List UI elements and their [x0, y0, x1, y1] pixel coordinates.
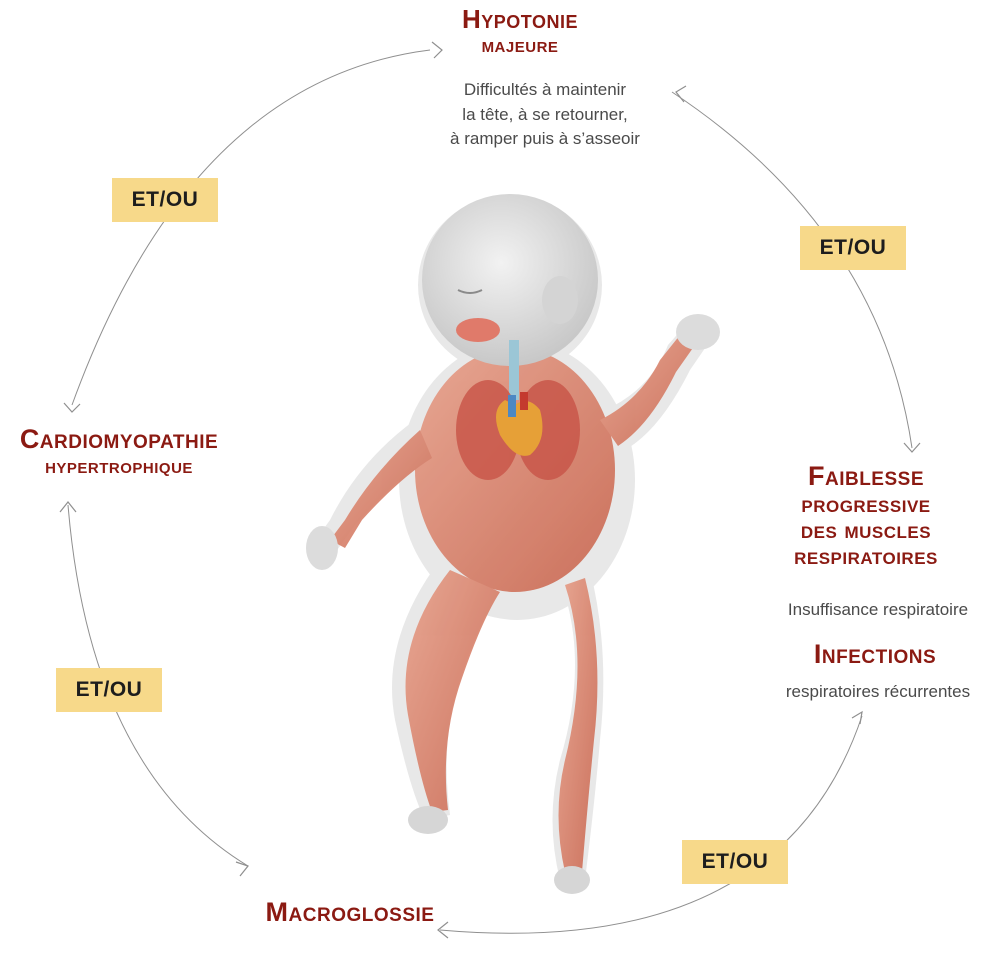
- et-ou-badge-top-left: ET/OU: [112, 178, 218, 222]
- infections-title: Infections: [770, 640, 980, 668]
- faiblesse-title-line2: progressive: [752, 492, 980, 518]
- hypotonie-desc-line1: Difficultés à maintenir: [410, 78, 680, 103]
- faiblesse-description: Insuffisance respiratoire: [756, 598, 1000, 623]
- cardiomyopathie-title-line1: Cardiomyopathie: [0, 424, 238, 455]
- hypotonie-title: Hypotonie majeure: [440, 6, 600, 56]
- cardiomyopathie-title: Cardiomyopathie hypertrophique: [0, 424, 238, 479]
- hypotonie-title-line2: majeure: [440, 33, 600, 56]
- faiblesse-title: Faiblesse progressive des muscles respir…: [752, 462, 980, 571]
- faiblesse-title-line1: Faiblesse: [752, 462, 980, 492]
- faiblesse-title-line3: des muscles: [752, 518, 980, 544]
- hypotonie-description: Difficultés à maintenir la tête, à se re…: [410, 78, 680, 152]
- et-ou-badge-left: ET/OU: [56, 668, 162, 712]
- infections-description: respiratoires récurrentes: [756, 680, 1000, 705]
- hypotonie-desc-line2: la tête, à se retourner,: [410, 103, 680, 128]
- et-ou-badge-bottom-right: ET/OU: [682, 840, 788, 884]
- et-ou-badge-top-right: ET/OU: [800, 226, 906, 270]
- hypotonie-desc-line3: à ramper puis à s’asseoir: [410, 127, 680, 152]
- faiblesse-title-line4: respiratoires: [752, 544, 980, 570]
- trachea: [509, 340, 519, 400]
- cardiomyopathie-title-line2: hypertrophique: [0, 455, 238, 479]
- macroglossie-title: Macroglossie: [240, 898, 460, 926]
- hypotonie-title-line1: Hypotonie: [440, 6, 600, 33]
